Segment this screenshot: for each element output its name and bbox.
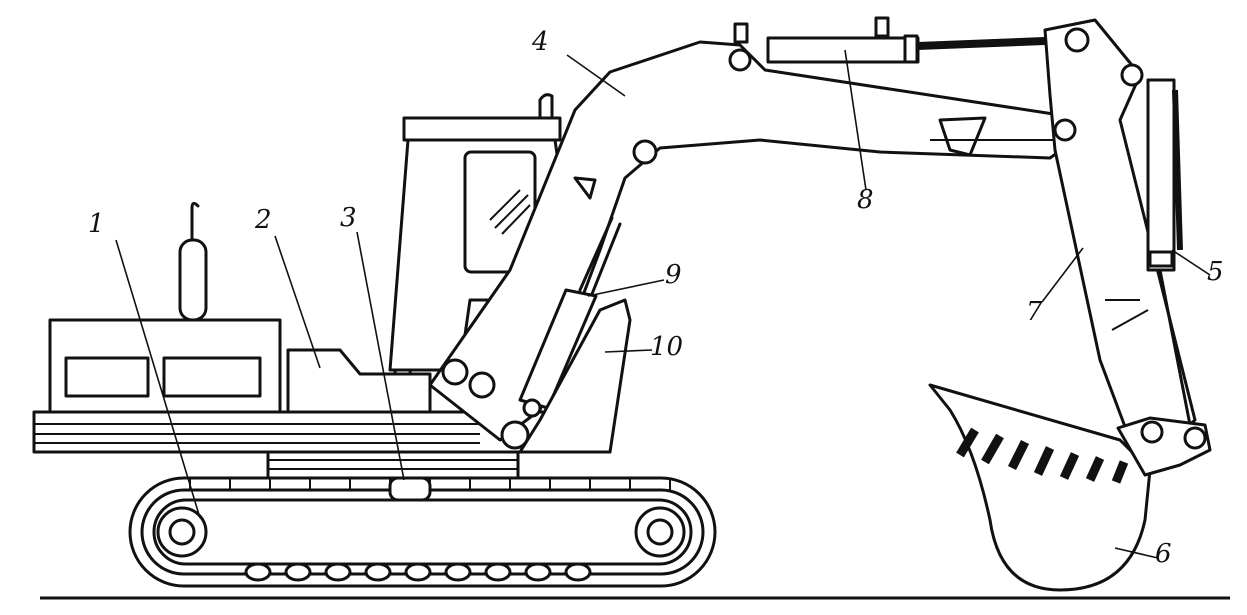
boom-pin [500,420,530,450]
bucket [928,383,1212,592]
boom-pin [441,358,469,386]
label-9: 9 [665,260,682,290]
label-3: 3 [340,203,357,233]
label-6: 6 [1155,539,1172,569]
label-7: 7 [1026,297,1043,327]
turret-frame [518,298,632,454]
bucket-cylinder [1146,78,1192,427]
boom-pin [468,371,496,399]
label-8: 8 [857,185,874,215]
label-5: 5 [1207,257,1224,287]
stick-cylinder [733,16,1071,64]
boom-cylinder [518,216,622,418]
label-2: 2 [254,205,272,235]
label-10: 10 [650,332,683,362]
crawler-track [128,448,717,588]
label-4: 4 [531,27,549,57]
label-1: 1 [88,209,105,239]
leader-lines [115,49,1211,559]
